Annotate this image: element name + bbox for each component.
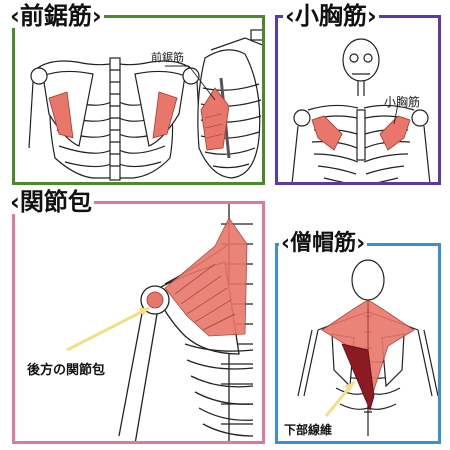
joint-capsule-label: 後方の関節包 (27, 363, 106, 378)
trapezius-lower-fibers (341, 343, 375, 412)
joint-capsule (146, 291, 164, 309)
panel-serratus: 前鋸筋 (12, 15, 265, 185)
pec-minor-label-pointer (393, 103, 399, 125)
pec-minor-muscle-right (379, 115, 411, 151)
serratus-illustration (28, 29, 262, 181)
panel-trapezius: 下部線維 (275, 243, 441, 444)
pec-minor-muscle-left (311, 115, 343, 151)
panel-trapezius-title: ‹僧帽筋› (279, 231, 368, 256)
joint-capsule-arrow (66, 306, 150, 352)
panel-joint-capsule-title: ‹関節包 (8, 188, 94, 216)
panel-joint-capsule: 後方の関節包 (12, 201, 265, 444)
skeleton-front (291, 38, 431, 182)
serratus-label: 前鋸筋 (151, 51, 184, 64)
serratus-muscle-right (152, 91, 178, 139)
panel-pec-minor-title: ‹小胸筋› (283, 2, 379, 30)
pec-minor-illustration (291, 38, 431, 182)
serratus-muscle-left (48, 91, 74, 139)
trapezius-label: 下部線維 (284, 423, 333, 437)
serratus-label-pointer (165, 65, 216, 101)
shoulder-muscle (164, 217, 248, 337)
joint-capsule-illustration (66, 204, 254, 441)
trapezius-illustration (297, 259, 438, 436)
pec-minor-label: 小胸筋 (384, 95, 421, 109)
panel-pec-minor: 小胸筋 (275, 15, 441, 185)
panel-serratus-title: ‹前鋸筋› (8, 2, 104, 30)
